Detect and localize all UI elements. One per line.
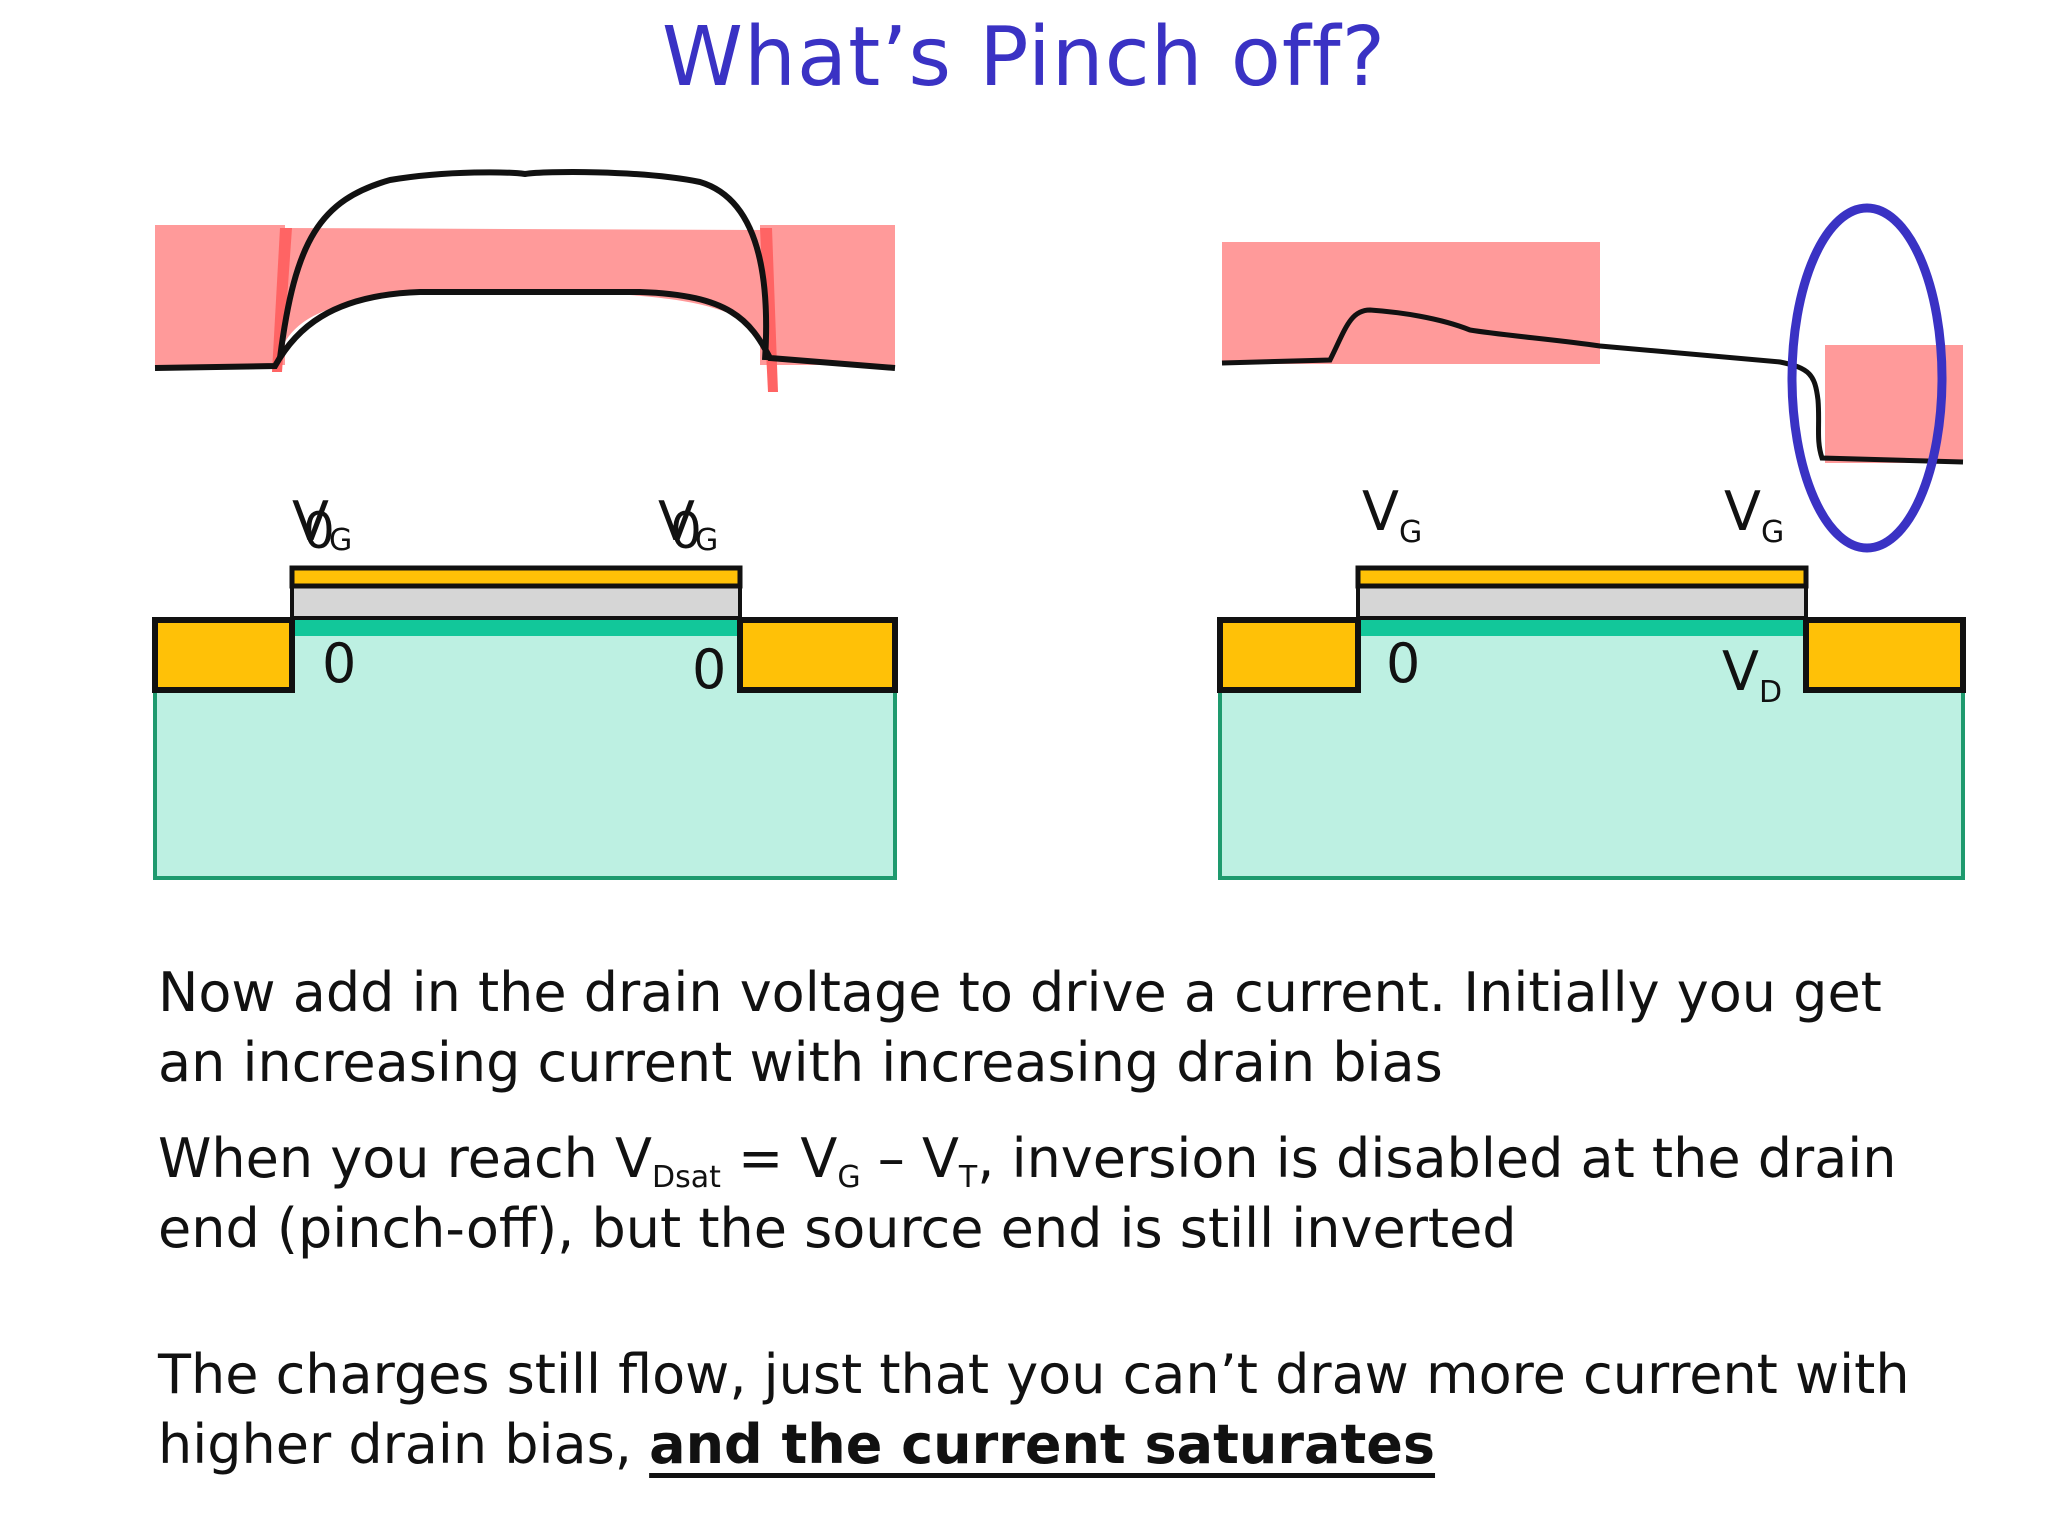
p3-emphasis: and the current saturates bbox=[649, 1413, 1436, 1476]
paragraph-pinch-off: When you reach VDsat = VG – VT, inversio… bbox=[158, 1124, 1958, 1264]
left-gate-label-source-side: VG bbox=[292, 490, 352, 558]
right-source-band-fill bbox=[1222, 242, 1600, 364]
right-channel-tapered bbox=[1358, 618, 1806, 636]
right-source-contact bbox=[1217, 617, 1361, 693]
paragraph-drain-voltage: Now add in the drain voltage to drive a … bbox=[158, 961, 1882, 1094]
left-gate-oxide bbox=[290, 584, 742, 620]
p2-sub-dsat: Dsat bbox=[651, 1160, 721, 1195]
left-substrate bbox=[153, 688, 897, 880]
right-substrate bbox=[1218, 688, 1965, 880]
left-gate-overlay-zero-source: 0 bbox=[303, 502, 335, 560]
right-gate-label-source-side: VG bbox=[1362, 480, 1422, 550]
right-drain-contact bbox=[1803, 617, 1966, 693]
left-band-diagram bbox=[154, 169, 896, 392]
left-drain-zero-label: 0 bbox=[692, 638, 726, 701]
left-source-band-fill bbox=[155, 225, 285, 365]
right-gate-metal bbox=[1355, 565, 1809, 589]
left-channel bbox=[292, 618, 740, 636]
p2-text-a: When you reach V bbox=[158, 1127, 652, 1190]
right-gate-oxide bbox=[1356, 584, 1808, 620]
left-substrate-top bbox=[292, 630, 740, 692]
left-gate-label-drain-side: VG bbox=[658, 490, 718, 558]
left-band-edge-red bbox=[272, 228, 292, 372]
pinch-off-highlight-ellipse bbox=[1787, 203, 1947, 553]
right-substrate-top bbox=[1358, 630, 1806, 692]
left-band-inner-curve bbox=[154, 289, 896, 371]
right-transistor: VG VG 0 VD bbox=[1217, 480, 1966, 880]
left-gate-overlay-zero-drain: 0 bbox=[670, 502, 702, 560]
p2-text-c: – V bbox=[860, 1127, 959, 1190]
left-source-zero-label: 0 bbox=[322, 632, 356, 695]
right-band-diagram bbox=[1221, 203, 1964, 553]
left-source-contact bbox=[152, 617, 295, 693]
right-source-zero-label: 0 bbox=[1386, 632, 1420, 695]
p2-sub-g: G bbox=[837, 1160, 861, 1195]
right-drain-voltage-label: VD bbox=[1722, 640, 1782, 710]
left-band-outer-curve bbox=[277, 169, 770, 361]
slide-title: What’s Pinch off? bbox=[661, 10, 1387, 105]
p2-sub-t: T bbox=[958, 1160, 978, 1195]
left-channel-band-fill bbox=[285, 228, 760, 342]
left-drain-contact bbox=[737, 617, 898, 693]
paragraph-saturation: The charges still flow, just that you ca… bbox=[158, 1340, 1958, 1480]
p2-text-d: , inversion is disabled at the drain end… bbox=[158, 1127, 1897, 1260]
p2-text-b: = V bbox=[720, 1127, 838, 1190]
left-gate-metal bbox=[289, 565, 743, 589]
right-gate-label-drain-side: VG bbox=[1724, 480, 1784, 550]
p3-text: The charges still flow, just that you ca… bbox=[158, 1343, 1910, 1476]
right-band-curve bbox=[1221, 307, 1964, 465]
left-transistor: VG 0 VG 0 0 0 bbox=[152, 490, 898, 880]
left-drain-band-fill bbox=[760, 225, 895, 365]
